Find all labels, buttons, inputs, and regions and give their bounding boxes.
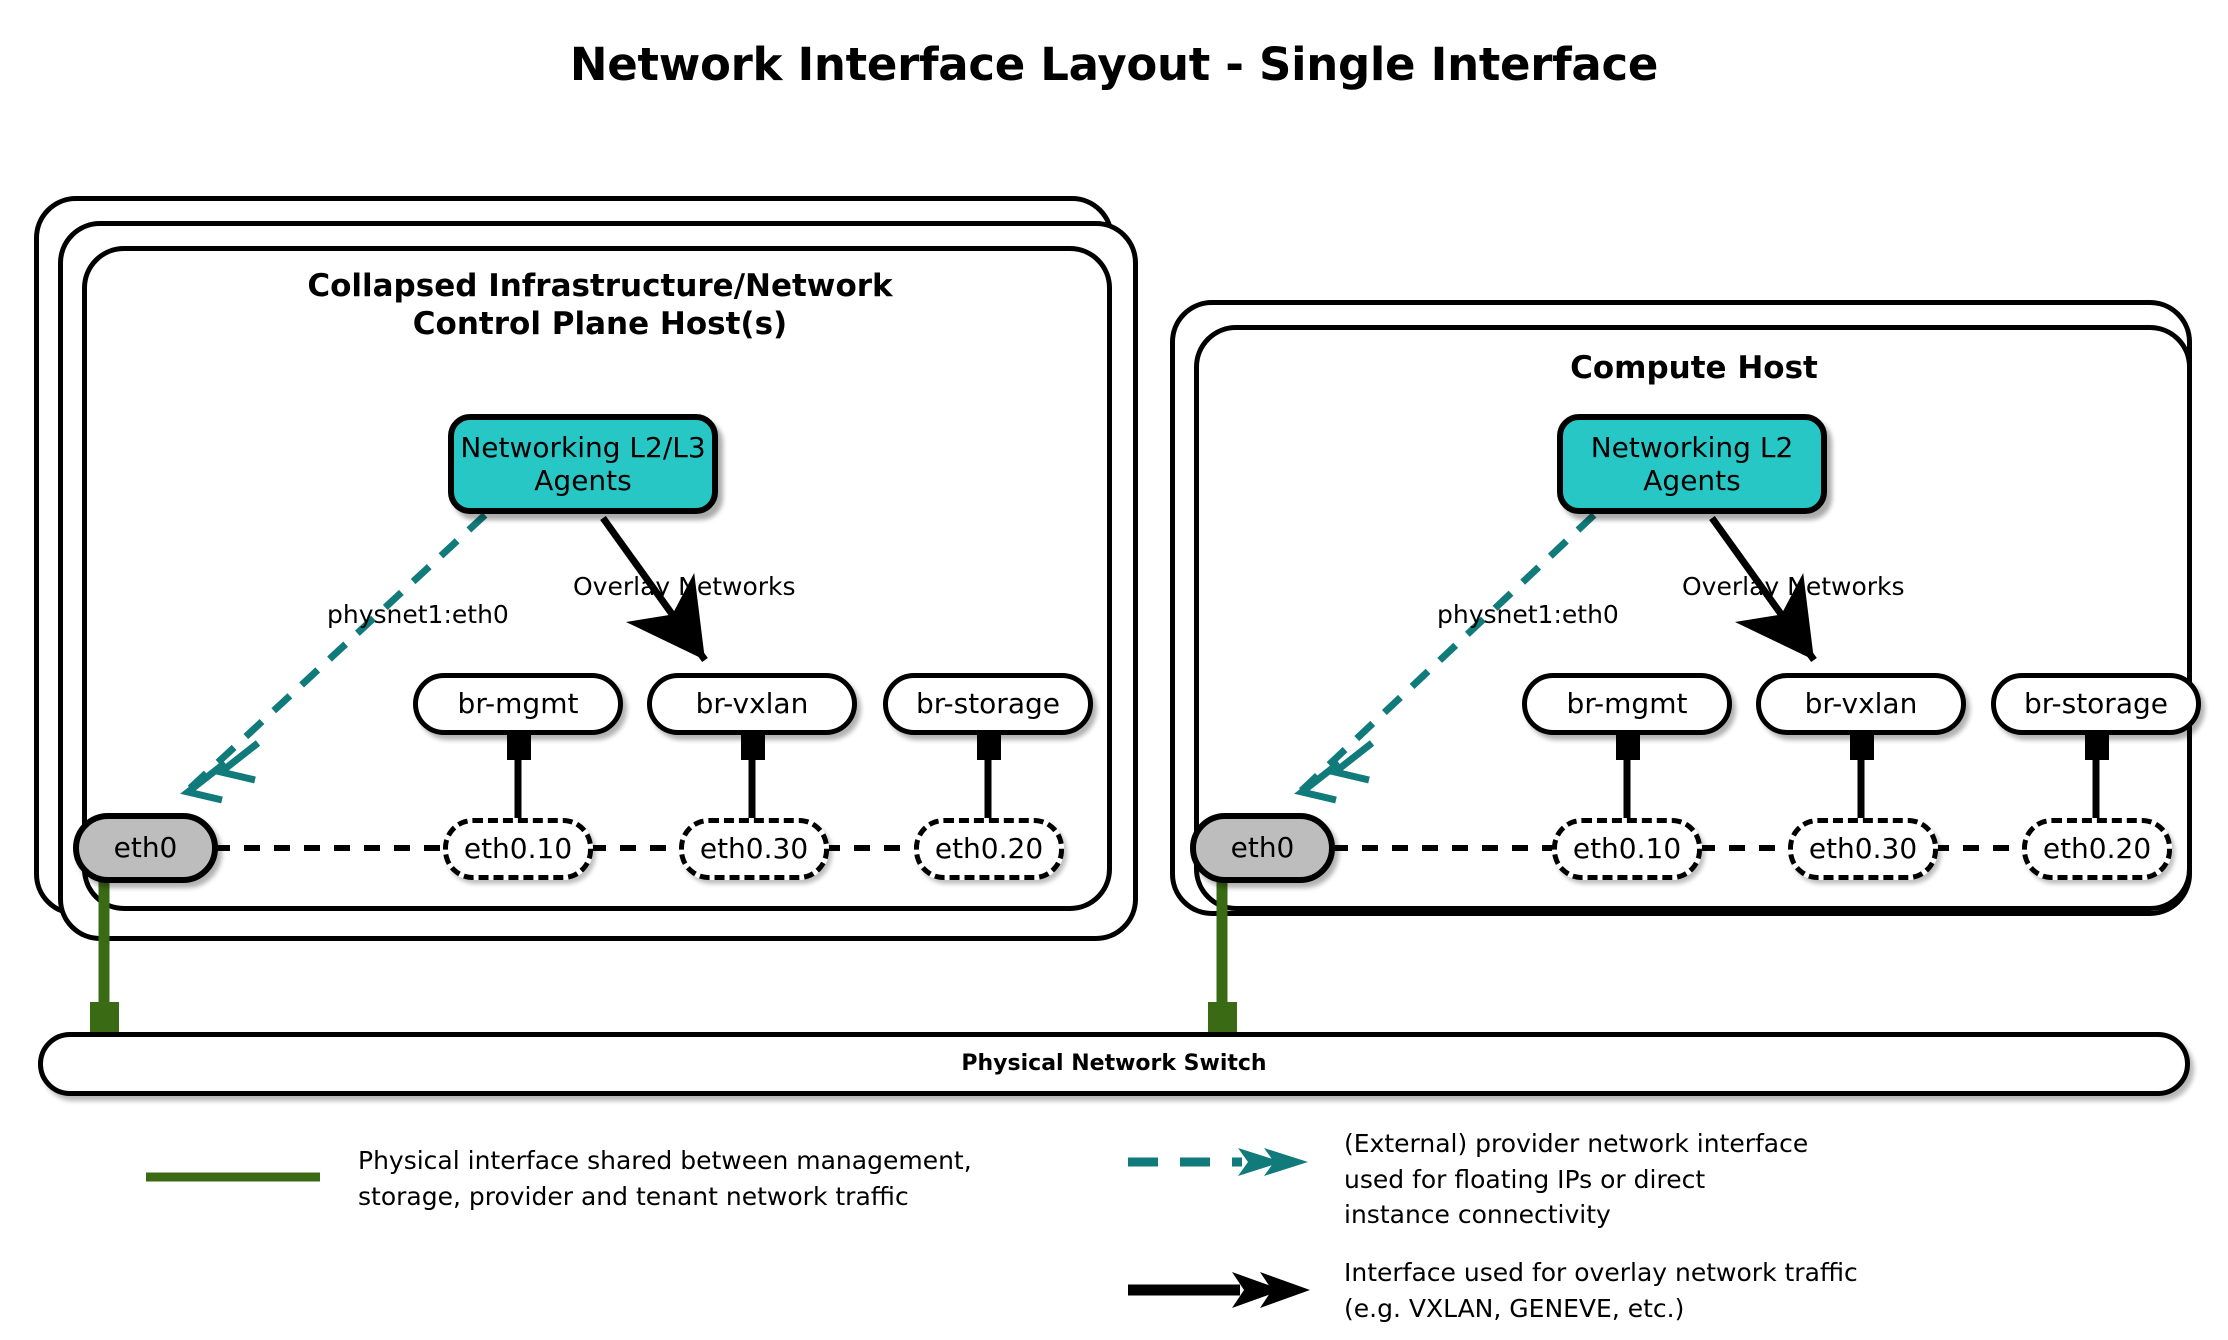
control-plane-host-title: Collapsed Infrastructure/Network Control… <box>307 268 893 342</box>
compute-vlan-eth0-20[interactable]: eth0.20 <box>2022 818 2172 880</box>
bridge-port-vxlan-cm <box>1850 730 1874 760</box>
compute-bridge-br-vxlan[interactable]: br-vxlan <box>1756 673 1966 735</box>
compute-nic-eth0[interactable]: eth0 <box>1190 813 1335 883</box>
provider-link-compute <box>1297 512 1597 795</box>
legend-overlay-interface-text: Interface used for overlay network traff… <box>1344 1258 1858 1323</box>
compute-agents-node[interactable]: Networking L2 Agents <box>1557 414 1827 514</box>
bridge-port-storage-cp <box>977 730 1001 760</box>
compute-vlan-eth0-10[interactable]: eth0.10 <box>1552 818 1702 880</box>
legend-physical-interface-text: Physical interface shared between manage… <box>358 1146 972 1211</box>
provider-arrowhead-control-plane <box>180 740 261 804</box>
control-plane-vlan-eth0-10[interactable]: eth0.10 <box>443 818 593 880</box>
bridge-port-storage-cm <box>2085 730 2109 760</box>
provider-link-control-plane <box>183 512 488 795</box>
legend-overlay-arrowhead-icon <box>1232 1272 1310 1308</box>
control-plane-bridge-br-mgmt[interactable]: br-mgmt <box>413 673 623 735</box>
legend-provider-interface-text: (External) provider network interface us… <box>1344 1129 1809 1229</box>
bridge-port-mgmt-cp <box>507 730 531 760</box>
compute-bridge-br-mgmt[interactable]: br-mgmt <box>1522 673 1732 735</box>
control-plane-host-card[interactable] <box>82 246 1112 911</box>
provider-arrowhead-compute <box>1294 740 1375 804</box>
compute-bridge-br-storage[interactable]: br-storage <box>1991 673 2201 735</box>
control-plane-overlay-label: Overlay Networks <box>573 572 796 601</box>
bridge-port-vxlan-cp <box>741 730 765 760</box>
control-plane-bridge-br-vxlan[interactable]: br-vxlan <box>647 673 857 735</box>
compute-provider-label: physnet1:eth0 <box>1437 600 1619 629</box>
bridge-port-mgmt-cm <box>1616 730 1640 760</box>
overlay-link-control-plane <box>600 515 708 663</box>
physical-network-switch[interactable]: Physical Network Switch <box>38 1032 2190 1096</box>
control-plane-bridge-br-storage[interactable]: br-storage <box>883 673 1093 735</box>
control-plane-vlan-eth0-30[interactable]: eth0.30 <box>679 818 829 880</box>
physical-link-port-control-plane <box>90 1002 119 1036</box>
control-plane-provider-label: physnet1:eth0 <box>327 600 509 629</box>
legend-provider-arrowhead-icon <box>1238 1148 1308 1176</box>
control-plane-vlan-eth0-20[interactable]: eth0.20 <box>914 818 1064 880</box>
page-title: Network Interface Layout - Single Interf… <box>569 38 1659 91</box>
compute-host-title: Compute Host <box>1570 350 1818 386</box>
compute-overlay-label: Overlay Networks <box>1682 572 1905 601</box>
physical-link-port-compute <box>1208 1002 1237 1036</box>
compute-vlan-eth0-30[interactable]: eth0.30 <box>1788 818 1938 880</box>
control-plane-agents-node[interactable]: Networking L2/L3 Agents <box>448 414 718 514</box>
control-plane-nic-eth0[interactable]: eth0 <box>73 813 218 883</box>
overlay-link-compute <box>1709 515 1817 663</box>
